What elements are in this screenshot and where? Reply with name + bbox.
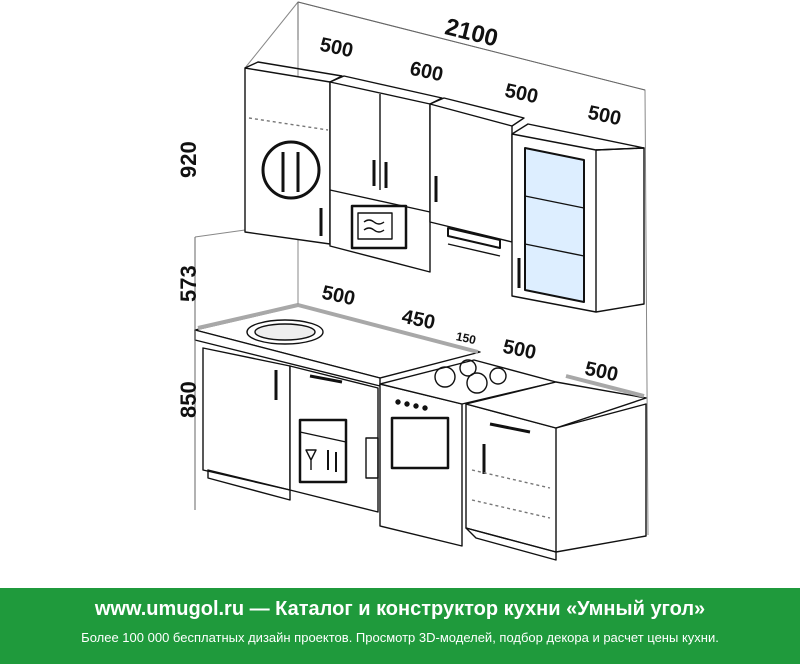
countertop	[194, 303, 481, 387]
dim-upper-height: 920	[176, 141, 201, 178]
banner-title-link[interactable]: www.umugol.ru — Каталог и конструктор ку…	[94, 598, 706, 620]
dim-upper-2: 600	[408, 58, 445, 86]
upper-cabinet-glass	[511, 123, 645, 313]
dim-upper-4: 500	[586, 102, 623, 130]
banner-subtitle: Более 100 000 бесплатных дизайн проектов…	[81, 630, 719, 645]
wall-left-outline	[194, 1, 649, 536]
lower-cabinet-corner	[465, 374, 647, 561]
dim-counter-1: 500	[320, 282, 357, 310]
lower-dishwasher	[289, 365, 379, 513]
kitchen-drawing: 2100 500 600 500 500 920 573 850 500 450…	[176, 1, 649, 561]
upper-cabinet-plate	[244, 61, 343, 245]
dim-upper-3: 500	[503, 80, 540, 108]
upper-cabinet-microwave	[329, 75, 443, 273]
dim-counter-gap: 150	[455, 329, 478, 347]
dim-counter-2: 450	[400, 306, 437, 334]
lower-cabinet-sink	[202, 347, 291, 501]
site-banner[interactable]: www.umugol.ru — Каталог и конструктор ку…	[0, 588, 800, 664]
dim-counter-3: 500	[501, 336, 538, 364]
lower-stove	[379, 359, 557, 547]
dim-gap-height: 573	[176, 265, 201, 302]
upper-cabinet-hood	[429, 97, 525, 257]
dim-lower-height: 850	[176, 381, 201, 418]
dim-total-width: 2100	[442, 13, 500, 52]
dimension-lines	[194, 1, 646, 510]
dim-upper-1: 500	[318, 34, 355, 62]
